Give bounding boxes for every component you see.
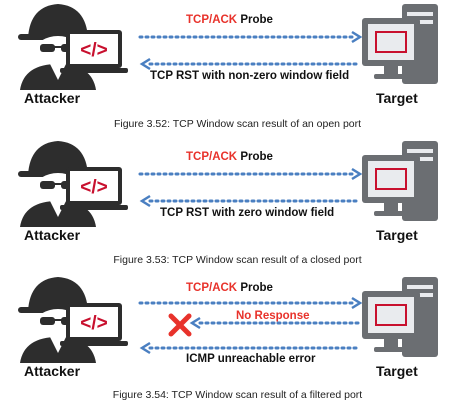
laptop-icon: [60, 303, 128, 346]
diagram-closed-port: </> TCP/ACK Probe TCP RST with zero wind…: [0, 137, 475, 273]
response-arrow: [139, 341, 360, 355]
response-arrow: [139, 194, 360, 208]
desktop-computer-icon: [362, 4, 438, 84]
probe-label: TCP/ACK Probe: [186, 151, 273, 163]
diagram-filtered-port: </> TCP/ACK Probe: [0, 273, 475, 409]
probe-highlight: TCP/ACK: [186, 282, 238, 294]
laptop-icon: [60, 167, 128, 210]
probe-label: TCP/ACK Probe: [186, 282, 273, 294]
probe-highlight: TCP/ACK: [186, 14, 238, 26]
probe-text: Probe: [240, 14, 273, 26]
diagram-scene: </>: [18, 141, 438, 227]
diagram-scene: </>: [18, 277, 438, 363]
figure-caption: Figure 3.53: TCP Window scan result of a…: [113, 254, 362, 266]
svg-text:</>: </>: [80, 313, 107, 334]
svg-text:</>: </>: [80, 40, 107, 61]
code-brackets-icon: </>: [80, 313, 107, 334]
desktop-computer-icon: [362, 277, 438, 357]
probe-arrow: [138, 296, 363, 310]
desktop-computer-icon: [362, 141, 438, 221]
attacker-label: Attacker: [24, 363, 81, 379]
response-label: TCP RST with non-zero window field: [150, 70, 350, 82]
laptop-icon: [60, 30, 128, 73]
diagram-scene: </>: [18, 4, 438, 90]
response-arrow: [139, 57, 360, 71]
red-x-icon: [168, 313, 192, 337]
code-brackets-icon: </>: [80, 177, 107, 198]
blocked-response-arrow: [189, 316, 360, 330]
diagram-open-port: </> TCP/ACK Probe TCP RST with non-zero …: [0, 0, 475, 136]
probe-arrow: [138, 30, 363, 44]
probe-text: Probe: [240, 282, 273, 294]
probe-arrow: [138, 167, 363, 181]
probe-label: TCP/ACK Probe: [186, 14, 273, 26]
no-response-label: No Response: [236, 310, 310, 322]
attacker-label: Attacker: [24, 227, 81, 243]
target-label: Target: [376, 363, 418, 379]
response-label: ICMP unreachable error: [186, 353, 316, 365]
figure-caption: Figure 3.52: TCP Window scan result of a…: [113, 118, 362, 130]
svg-text:</>: </>: [80, 177, 107, 198]
target-label: Target: [376, 227, 418, 243]
response-label: TCP RST with zero window field: [160, 207, 335, 219]
code-brackets-icon: </>: [80, 40, 107, 61]
figure-caption: Figure 3.54: TCP Window scan result of a…: [112, 389, 363, 401]
target-label: Target: [376, 90, 418, 106]
probe-text: Probe: [240, 151, 273, 163]
attacker-label: Attacker: [24, 90, 81, 106]
probe-highlight: TCP/ACK: [186, 151, 238, 163]
